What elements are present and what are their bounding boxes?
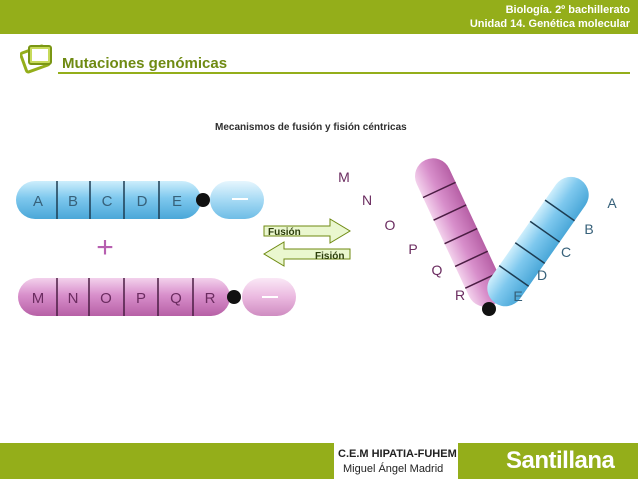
centromere	[196, 193, 210, 207]
fusion-label: Fusión	[268, 227, 301, 238]
footer-credits-panel	[334, 443, 458, 479]
title-divider	[58, 72, 630, 74]
band-label: E	[513, 288, 522, 304]
author-name: Miguel Ángel Madrid	[343, 463, 444, 475]
band-label: Q	[170, 290, 182, 307]
band-label: N	[362, 192, 372, 208]
band-label: P	[408, 241, 417, 257]
unit-title: Unidad 14. Genética molecular	[469, 18, 630, 30]
band-label: R	[205, 290, 216, 307]
folder-logo-icon	[20, 44, 52, 74]
brand-logo: Santillana	[506, 447, 615, 474]
band-label: M	[32, 290, 45, 307]
centromere	[482, 302, 496, 316]
section-title: Mutaciones genómicas	[62, 55, 228, 72]
fusion-arrow	[263, 218, 351, 244]
fission-arrow	[263, 241, 351, 267]
chromosome-top: A B C D E	[16, 181, 264, 219]
fission-label: Fisión	[315, 251, 345, 262]
fused-chromosome-right-arm	[487, 176, 589, 307]
course-title: Biología. 2º bachillerato	[505, 4, 630, 16]
band-label: R	[455, 287, 465, 303]
band-label: D	[137, 193, 148, 210]
band-label: C	[561, 244, 571, 260]
band-label: N	[68, 290, 79, 307]
band-label: E	[172, 193, 182, 210]
footer-bar	[0, 443, 638, 479]
band-label: P	[136, 290, 146, 307]
plus-sign: +	[96, 231, 114, 264]
fused-chromosome-left-arm	[414, 158, 504, 307]
band-label: Q	[432, 262, 443, 278]
chromosome-top-long-arm	[16, 181, 201, 219]
band-label: D	[537, 267, 547, 283]
band-label: O	[100, 290, 112, 307]
band-label: B	[584, 221, 593, 237]
diagram-caption: Mecanismos de fusión y fisión céntricas	[215, 122, 407, 133]
centromere	[227, 290, 241, 304]
band-label: A	[33, 193, 43, 210]
band-label: M	[338, 169, 350, 185]
header-bar: Biología. 2º bachillerato Unidad 14. Gen…	[0, 0, 638, 34]
band-label: A	[607, 195, 617, 211]
band-label: C	[102, 193, 113, 210]
band-label: B	[68, 193, 78, 210]
band-label: O	[385, 217, 396, 233]
institution-name: C.E.M HIPATIA-FUHEM	[338, 448, 457, 460]
chromosome-bottom: M N O P Q R	[18, 278, 296, 316]
